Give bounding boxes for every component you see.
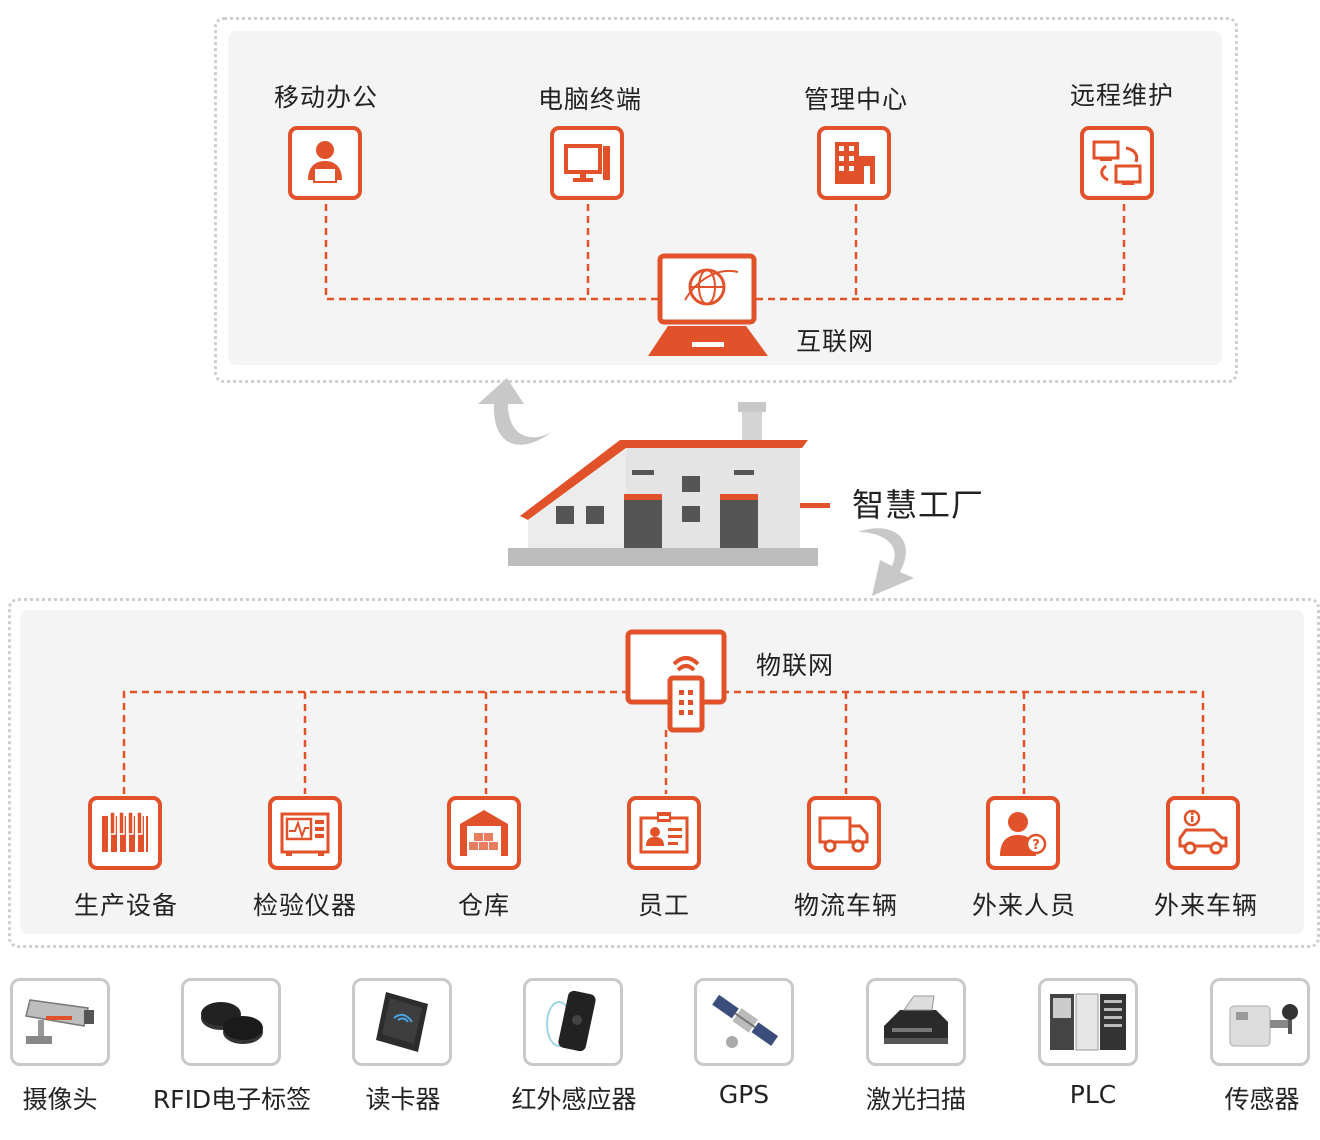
smart-factory-icon: [508, 402, 830, 566]
device-label: PLC: [1069, 1080, 1117, 1109]
iot-panel-border: [8, 598, 1320, 948]
node-visitor[interactable]: ?: [986, 796, 1060, 870]
iot-node-label: 员工: [637, 891, 691, 920]
device-rfid-tag[interactable]: [181, 978, 281, 1066]
visitor-icon: ?: [1000, 812, 1047, 856]
device-label: 传感器: [1224, 1085, 1300, 1114]
node-desktop-terminal[interactable]: [550, 126, 624, 200]
internet-node-label: 电脑终端: [537, 85, 643, 114]
rfid-tag-icon: [201, 1002, 263, 1044]
device-label: 摄像头: [22, 1085, 98, 1114]
visitor-car-icon: [1178, 809, 1228, 855]
internet-title: 互联网: [796, 327, 875, 356]
employee-badge-icon: [639, 812, 689, 854]
camera-icon: [25, 999, 94, 1044]
device-camera[interactable]: [10, 978, 110, 1066]
device-gps[interactable]: [694, 978, 794, 1066]
node-remote-maintenance[interactable]: [1080, 126, 1154, 200]
iot-node-label: 物流车辆: [793, 891, 899, 920]
node-warehouse[interactable]: [447, 796, 521, 870]
device-sensor[interactable]: [1210, 978, 1310, 1066]
inspection-instrument-icon: [280, 812, 330, 856]
desktop-computer-icon: [564, 144, 610, 182]
device-card-reader[interactable]: [352, 978, 452, 1066]
device-label: RFID电子标签: [152, 1085, 312, 1114]
internet-node-label: 远程维护: [1069, 81, 1175, 110]
factory-title: 智慧工厂: [852, 486, 985, 524]
internet-node-label: 管理中心: [803, 85, 909, 114]
iot-node-label: 外来人员: [971, 891, 1077, 920]
node-mobile-office[interactable]: [288, 126, 362, 200]
device-laser-scanner[interactable]: [866, 978, 966, 1066]
node-employee[interactable]: [627, 796, 701, 870]
remote-maintenance-icon: [1092, 140, 1142, 185]
device-label: 读卡器: [365, 1085, 441, 1114]
iot-title: 物联网: [756, 651, 835, 680]
iot-node-label: 外来车辆: [1153, 891, 1259, 920]
card-reader-icon: [376, 992, 428, 1052]
device-infrared-sensor[interactable]: [523, 978, 623, 1066]
device-label: 激光扫描: [865, 1085, 967, 1114]
infrared-sensor-icon: [546, 990, 596, 1052]
device-label: GPS: [718, 1080, 770, 1109]
node-inspection-instrument[interactable]: [268, 796, 342, 870]
device-label: 红外感应器: [511, 1085, 637, 1114]
iot-hub-icon: [625, 629, 727, 733]
delivery-truck-icon: [818, 816, 869, 853]
node-visitor-vehicle[interactable]: [1166, 796, 1240, 870]
plc-icon: [1050, 993, 1126, 1051]
gps-satellite-icon: [712, 994, 779, 1048]
svg-text:?: ?: [1032, 838, 1040, 853]
sensor-icon: [1229, 1004, 1298, 1047]
node-management-center[interactable]: [817, 126, 891, 200]
node-logistics-vehicle[interactable]: [807, 796, 881, 870]
building-icon: [835, 142, 875, 184]
node-production-equipment[interactable]: [88, 796, 162, 870]
internet-panel-border: [214, 17, 1238, 383]
device-plc[interactable]: [1038, 978, 1138, 1066]
laser-scanner-icon: [884, 995, 948, 1044]
warehouse-icon: [460, 810, 508, 856]
internet-node-label: 移动办公: [273, 83, 379, 112]
iot-node-label: 生产设备: [73, 891, 179, 920]
user-laptop-icon: [308, 141, 342, 183]
iot-node-label: 仓库: [457, 891, 511, 920]
production-equipment-icon: [102, 811, 148, 852]
laptop-icon: [648, 253, 768, 356]
flow-arrows: [478, 378, 914, 596]
iot-node-label: 检验仪器: [252, 891, 358, 920]
